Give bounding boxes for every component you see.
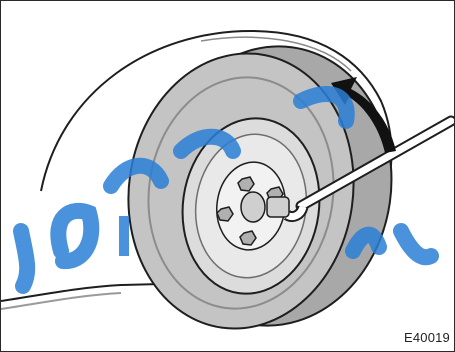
hub-center bbox=[241, 192, 265, 222]
ground-shadow bbox=[1, 293, 121, 309]
figure-code: E40019 bbox=[404, 330, 450, 345]
watermark-bar bbox=[119, 216, 129, 256]
